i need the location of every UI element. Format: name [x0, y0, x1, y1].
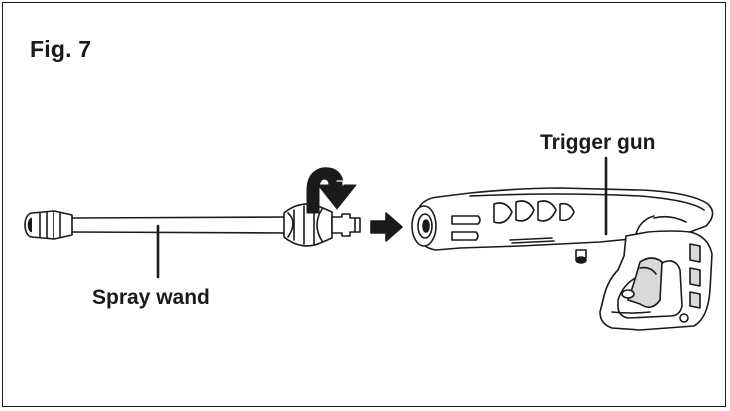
wand-tube: [71, 216, 289, 234]
wand-collar: [283, 203, 333, 247]
gun-vent-slots: [451, 200, 575, 244]
nozzle-tip: [24, 210, 73, 240]
spray-wand: [24, 203, 361, 247]
gun-grip-texture: [689, 243, 701, 309]
gun-safety-button: [575, 249, 587, 264]
insert-arrow-icon: [370, 212, 403, 242]
trigger-gun-label: Trigger gun: [540, 131, 656, 154]
spray-wand-label: Spray wand: [92, 286, 210, 309]
wand-connector: [331, 213, 361, 237]
figure-title: Fig. 7: [30, 36, 92, 62]
gun-muzzle: [411, 205, 437, 247]
rotate-icon: [306, 167, 357, 214]
trigger-gun: [411, 187, 714, 331]
